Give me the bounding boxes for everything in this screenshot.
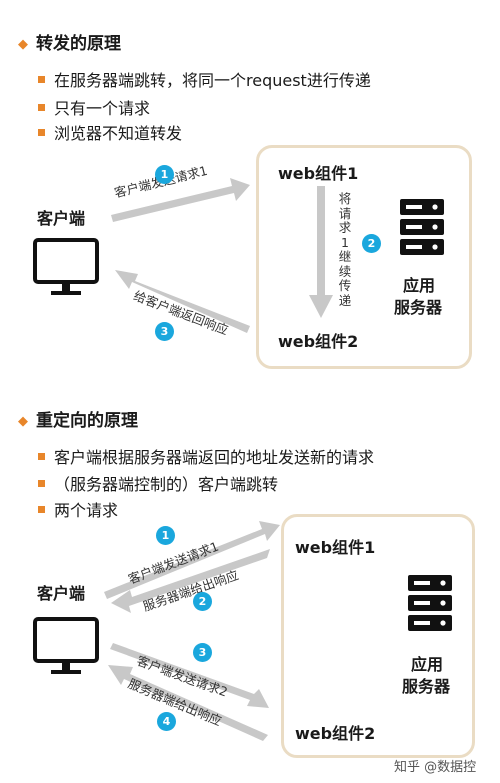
- square-bullet-icon: [38, 453, 45, 460]
- section2-step-2-badge: 2: [193, 592, 212, 611]
- section2-web1-label: web组件1: [295, 538, 376, 557]
- section2-server-panel: [281, 514, 475, 758]
- section2-web2-label: web组件2: [295, 724, 376, 743]
- section1-bullet-2: 只有一个请求: [38, 95, 150, 119]
- section2-title: ◆重定向的原理: [18, 411, 138, 431]
- section2-step-4-badge: 4: [157, 712, 176, 731]
- section1-arrows: [111, 178, 333, 333]
- square-bullet-icon: [38, 129, 45, 136]
- section2-client-label: 客户端: [37, 584, 86, 603]
- watermark: 知乎 @数据控: [394, 760, 477, 775]
- section1-step-2-badge: 2: [362, 234, 381, 253]
- section1-web1-label: web组件1: [278, 164, 359, 183]
- section1-server-label-1: 应用: [403, 276, 436, 295]
- section1-server-panel: [256, 145, 472, 369]
- section2-bullet-2: （服务器端控制的）客户端跳转: [38, 471, 278, 495]
- diamond-bullet-icon: ◆: [18, 414, 28, 429]
- section2-arrow-response2: [108, 665, 268, 741]
- monitor-icon: [33, 238, 99, 295]
- section1-bullet-1: 在服务器端跳转，将同一个request进行传递: [38, 67, 371, 91]
- section2-step-3-badge: 3: [193, 643, 212, 662]
- square-bullet-icon: [38, 506, 45, 513]
- section1-step-1-badge: 1: [155, 165, 174, 184]
- section2-server-label-1: 应用: [411, 655, 444, 674]
- section1-arrow2-label: 将请求1继续传递: [338, 191, 352, 308]
- square-bullet-icon: [38, 104, 45, 111]
- section2-step-1-badge: 1: [156, 526, 175, 545]
- section1-bullet-3: 浏览器不知道转发: [38, 120, 182, 144]
- section1-arrow-response: [115, 270, 250, 333]
- section1-arrow-forward: [309, 186, 333, 318]
- monitor-icon: [33, 617, 99, 674]
- section1-arrow-request: [111, 178, 250, 222]
- section1-client-label: 客户端: [37, 209, 86, 228]
- section1-web2-label: web组件2: [278, 332, 359, 351]
- square-bullet-icon: [38, 76, 45, 83]
- section2-arrow-request1: [104, 521, 280, 599]
- section2-server-label-2: 服务器: [402, 677, 451, 696]
- square-bullet-icon: [38, 480, 45, 487]
- section2-arrow-response1: [111, 549, 270, 613]
- section2-bullet-1: 客户端根据服务器端返回的地址发送新的请求: [38, 444, 374, 468]
- section2-arrow-request2: [110, 643, 269, 708]
- diamond-bullet-icon: ◆: [18, 37, 28, 52]
- section1-server-label-2: 服务器: [394, 298, 443, 317]
- server-icon: [400, 199, 444, 255]
- section2-bullet-3: 两个请求: [38, 497, 118, 521]
- section1-step-3-badge: 3: [155, 322, 174, 341]
- server-icon: [408, 575, 452, 631]
- section1-title: ◆转发的原理: [18, 34, 121, 54]
